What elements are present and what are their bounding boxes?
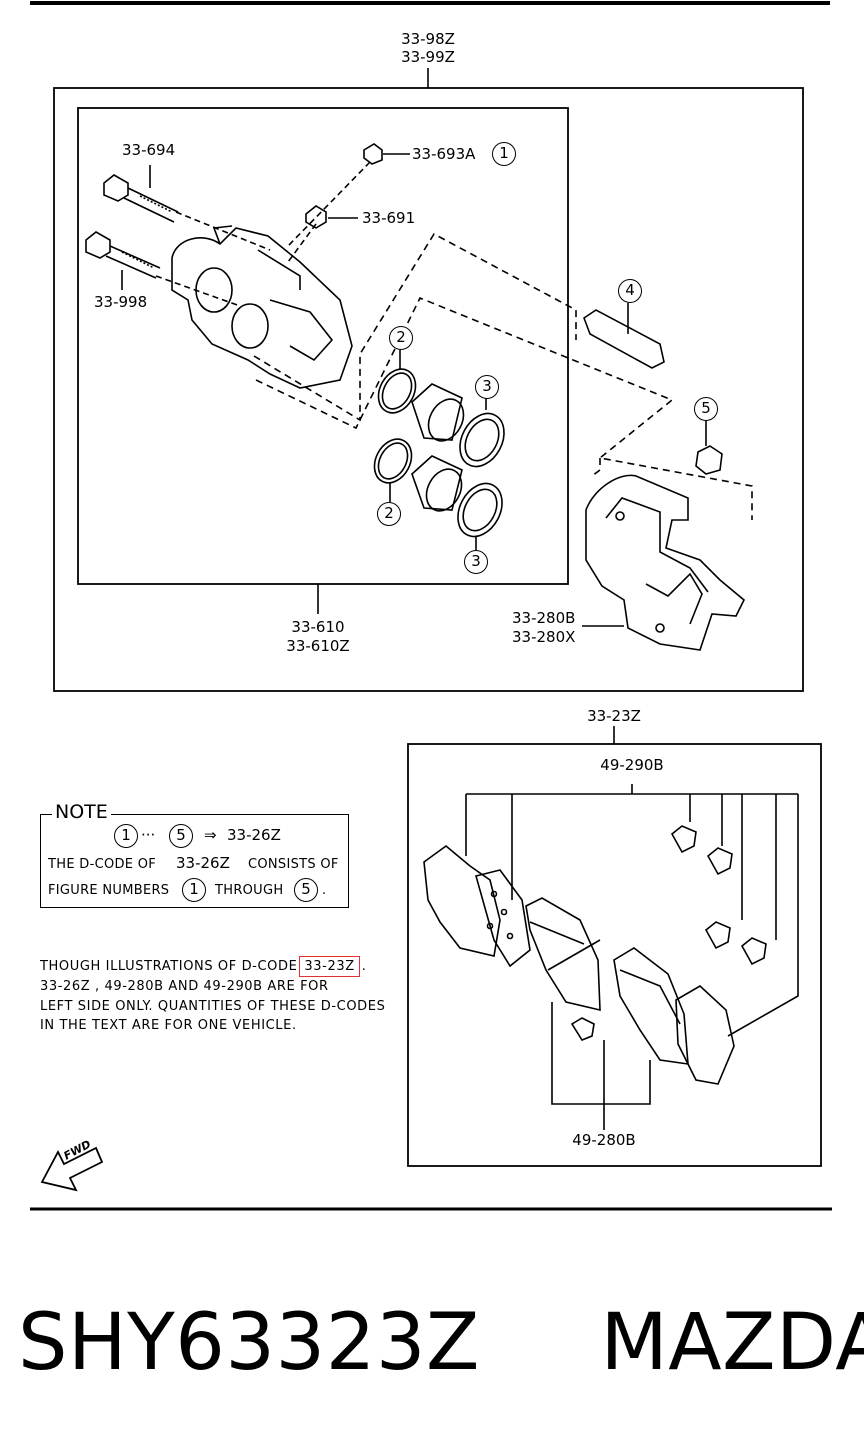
note-code-1: 33-26Z [227, 826, 281, 844]
callout-5: 5 [694, 397, 718, 421]
note-line2-code: 33-26Z [176, 854, 230, 872]
note-line3-dot: . [322, 883, 327, 898]
note-dots: ··· [141, 826, 156, 844]
bleeder-33-691 [305, 205, 358, 229]
note-title: NOTE [52, 803, 111, 822]
assembly-frame [53, 87, 804, 692]
label-shims: 49-290B [600, 756, 664, 774]
piston-seals [373, 368, 417, 484]
fwd-arrow-icon [40, 1146, 104, 1192]
label-bracket-2: 33-280X [512, 628, 576, 646]
label-cap: 33-693A [412, 145, 476, 163]
label-bleeder: 33-691 [362, 209, 416, 227]
pad-clips [570, 825, 767, 1041]
note-callout-start: 1 [114, 824, 138, 848]
note-box [40, 814, 349, 908]
note-line3-b: THROUGH [215, 883, 284, 898]
para-line-4: IN THE TEXT ARE FOR ONE VEHICLE. [40, 1018, 297, 1033]
label-assembly-code-1: 33-98Z [401, 30, 455, 48]
label-assembly-code-2: 33-99Z [401, 48, 455, 66]
bolt-33-998 [85, 231, 161, 290]
bolt-33-694 [103, 165, 179, 223]
para-line-3: LEFT SIDE ONLY. QUANTITIES OF THESE D-CO… [40, 998, 386, 1014]
note-line3-end: 5 [294, 878, 318, 902]
cap-33-693A [363, 143, 410, 165]
label-caliper-1: 33-610 [291, 618, 345, 636]
highlighted-code: 33-23Z [299, 956, 360, 977]
label-bolt-lower: 33-998 [94, 293, 148, 311]
callout-3-upper: 3 [475, 375, 499, 399]
callout-2-lower: 2 [377, 502, 401, 526]
brand-name: MAZDA [600, 1298, 864, 1388]
callout-2-upper: 2 [389, 326, 413, 350]
label-caliper-2: 33-610Z [286, 637, 350, 655]
part-number: SHY63323Z [18, 1298, 480, 1388]
footer: SHY63323Z MAZDA [18, 1298, 864, 1388]
callout-3-lower: 3 [464, 550, 488, 574]
note-line2-a: THE D-CODE OF [48, 857, 157, 872]
note-arrow: ⇒ [204, 826, 217, 844]
pin-boot [695, 420, 723, 475]
label-bracket-1: 33-280B [512, 609, 576, 627]
caliper-bracket [582, 474, 745, 651]
note-line3-start: 1 [182, 878, 206, 902]
note-line2-b: CONSISTS OF [248, 857, 339, 872]
label-pad-set: 33-23Z [587, 707, 641, 725]
guide-pin [583, 303, 665, 369]
note-line3-a: FIGURE NUMBERS [48, 883, 170, 898]
dust-boots [457, 412, 505, 538]
pistons [411, 383, 465, 512]
note-callout-end: 5 [169, 824, 193, 848]
pad-set-frame [407, 743, 822, 1167]
callout-4: 4 [618, 279, 642, 303]
caliper-frame [77, 107, 569, 585]
label-bolt-upper: 33-694 [122, 141, 176, 159]
caliper-body [171, 225, 353, 389]
label-clips: 49-280B [572, 1131, 636, 1149]
brake-pads [423, 844, 735, 1085]
para-line-2: 33-26Z , 49-280B AND 49-290B ARE FOR [40, 979, 329, 994]
callout-1: 1 [492, 142, 516, 166]
